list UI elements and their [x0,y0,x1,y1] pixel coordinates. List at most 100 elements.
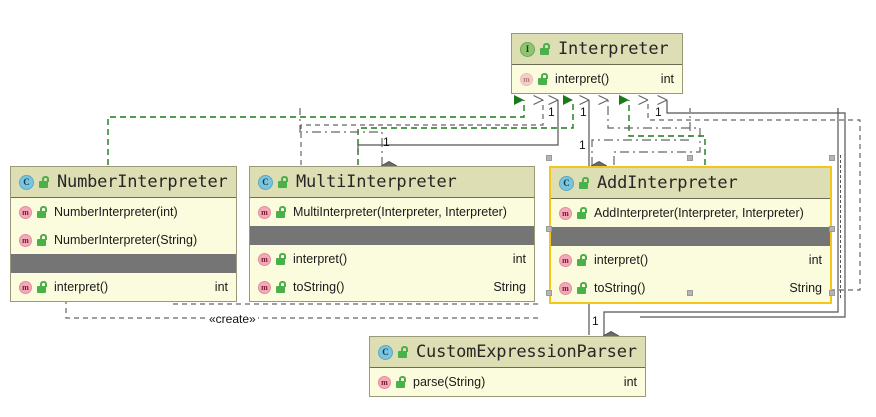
class-header-multi-interpreter[interactable]: C MultiInterpreter [250,167,534,198]
selection-handle-bottom-center[interactable] [687,290,693,296]
member-row[interactable]: m NumberInterpreter(String) [11,226,236,254]
create-stereotype-label: «create» [207,312,258,326]
method-icon: m [258,205,271,219]
selection-handle-bottom-right[interactable] [829,290,835,296]
lock-icon [538,73,549,85]
lock-icon [37,206,48,218]
lock-icon [398,346,409,358]
member-name: NumberInterpreter(int) [54,205,178,219]
selection-handle-top-center[interactable] [687,155,693,161]
selection-handle-top-right[interactable] [829,155,835,161]
member-name: MultiInterpreter(Interpreter, Interprete… [293,205,507,219]
selection-handle-middle-left[interactable] [546,226,552,232]
association-multi-arg2[interactable] [357,100,559,152]
member-name: toString() [594,281,646,295]
class-icon: C [19,174,34,190]
member-type: String [789,281,822,295]
class-title: AddInterpreter [597,173,738,193]
class-box-custom-expression-parser[interactable]: C CustomExpressionParser m parse(String)… [369,336,646,397]
multiplicity-label: 1 [548,105,555,119]
method-icon: m [19,205,32,219]
member-row[interactable]: m interpret() int [250,245,534,273]
method-icon: m [258,280,271,294]
class-title: CustomExpressionParser [416,342,637,362]
method-icon: m [378,375,391,389]
member-row[interactable]: m NumberInterpreter(int) [11,198,236,226]
multiplicity-label: 1 [580,105,587,119]
member-row[interactable]: m parse(String) int [370,368,645,396]
member-row[interactable]: m interpret() int [512,65,682,93]
lock-icon [37,281,48,293]
class-box-add-interpreter[interactable]: C AddInterpreter m AddInterpreter(Interp… [549,166,832,304]
class-box-interpreter[interactable]: I Interpreter m interpret() int [511,33,683,94]
multiplicity-label: 1 [579,138,586,152]
class-icon: C [378,344,393,360]
class-box-multi-interpreter[interactable]: C MultiInterpreter m MultiInterpreter(In… [249,166,535,302]
class-header-interpreter[interactable]: I Interpreter [512,34,682,65]
composition-multi-interpreter[interactable] [299,108,382,166]
multiplicity-label: 1 [383,135,390,149]
selection-handle-bottom-left[interactable] [546,290,552,296]
realization-multi-interpreter[interactable] [357,95,574,165]
member-type: int [808,253,822,267]
member-type: int [660,72,674,86]
class-icon: C [258,174,273,190]
method-icon: m [520,72,533,86]
lock-icon [37,234,48,246]
member-name: toString() [293,280,345,294]
association-parser-right[interactable] [640,100,846,318]
member-name: interpret() [594,253,649,267]
class-header-add-interpreter[interactable]: C AddInterpreter [551,168,830,199]
lock-icon [577,282,588,294]
class-header-number-interpreter[interactable]: C NumberInterpreter [11,167,236,198]
member-type: int [214,280,228,294]
association-add-arg2[interactable] [648,100,861,291]
lock-icon [579,177,590,189]
lock-icon [577,254,588,266]
lock-icon [396,376,407,388]
member-name: parse(String) [413,375,486,389]
class-icon: C [559,175,574,191]
section-separator [11,254,236,273]
method-icon: m [19,280,32,294]
method-icon: m [258,252,271,266]
composition-add-interpreter[interactable] [592,108,691,166]
multiplicity-label: 1 [592,314,599,328]
member-name: AddInterpreter(Interpreter, Interpreter) [594,206,804,220]
member-row[interactable]: m toString() String [250,273,534,301]
method-icon: m [559,281,572,295]
dependency-create-number-string[interactable] [173,290,538,305]
lock-icon [276,281,287,293]
association-multi-arg1[interactable] [300,100,544,165]
member-name: NumberInterpreter(String) [54,233,198,247]
member-name: interpret() [293,252,348,266]
realization-add-interpreter[interactable] [619,95,706,165]
class-box-number-interpreter[interactable]: C NumberInterpreter m NumberInterpreter(… [10,166,237,302]
member-row[interactable]: m AddInterpreter(Interpreter, Interprete… [551,199,830,227]
method-icon: m [559,206,572,220]
member-type: int [512,252,526,266]
realization-number-interpreter[interactable] [107,95,525,165]
selection-handle-middle-right[interactable] [829,226,835,232]
method-icon: m [19,233,32,247]
class-header-custom-expression-parser[interactable]: C CustomExpressionParser [370,337,645,368]
method-icon: m [559,253,572,267]
member-type: int [623,375,637,389]
section-separator [250,226,534,245]
member-name: interpret() [555,72,610,86]
lock-icon [276,253,287,265]
lock-icon [39,176,50,188]
composition-custom-parser[interactable] [604,108,839,336]
class-title: MultiInterpreter [296,172,457,192]
lock-icon [278,176,289,188]
lock-icon [276,206,287,218]
class-title: NumberInterpreter [57,172,228,192]
member-row[interactable]: m interpret() int [551,246,830,274]
member-row[interactable]: m interpret() int [11,273,236,301]
member-row[interactable]: m MultiInterpreter(Interpreter, Interpre… [250,198,534,226]
interface-icon: I [520,41,535,57]
member-row[interactable]: m toString() String [551,274,830,302]
selection-handle-top-left[interactable] [546,155,552,161]
